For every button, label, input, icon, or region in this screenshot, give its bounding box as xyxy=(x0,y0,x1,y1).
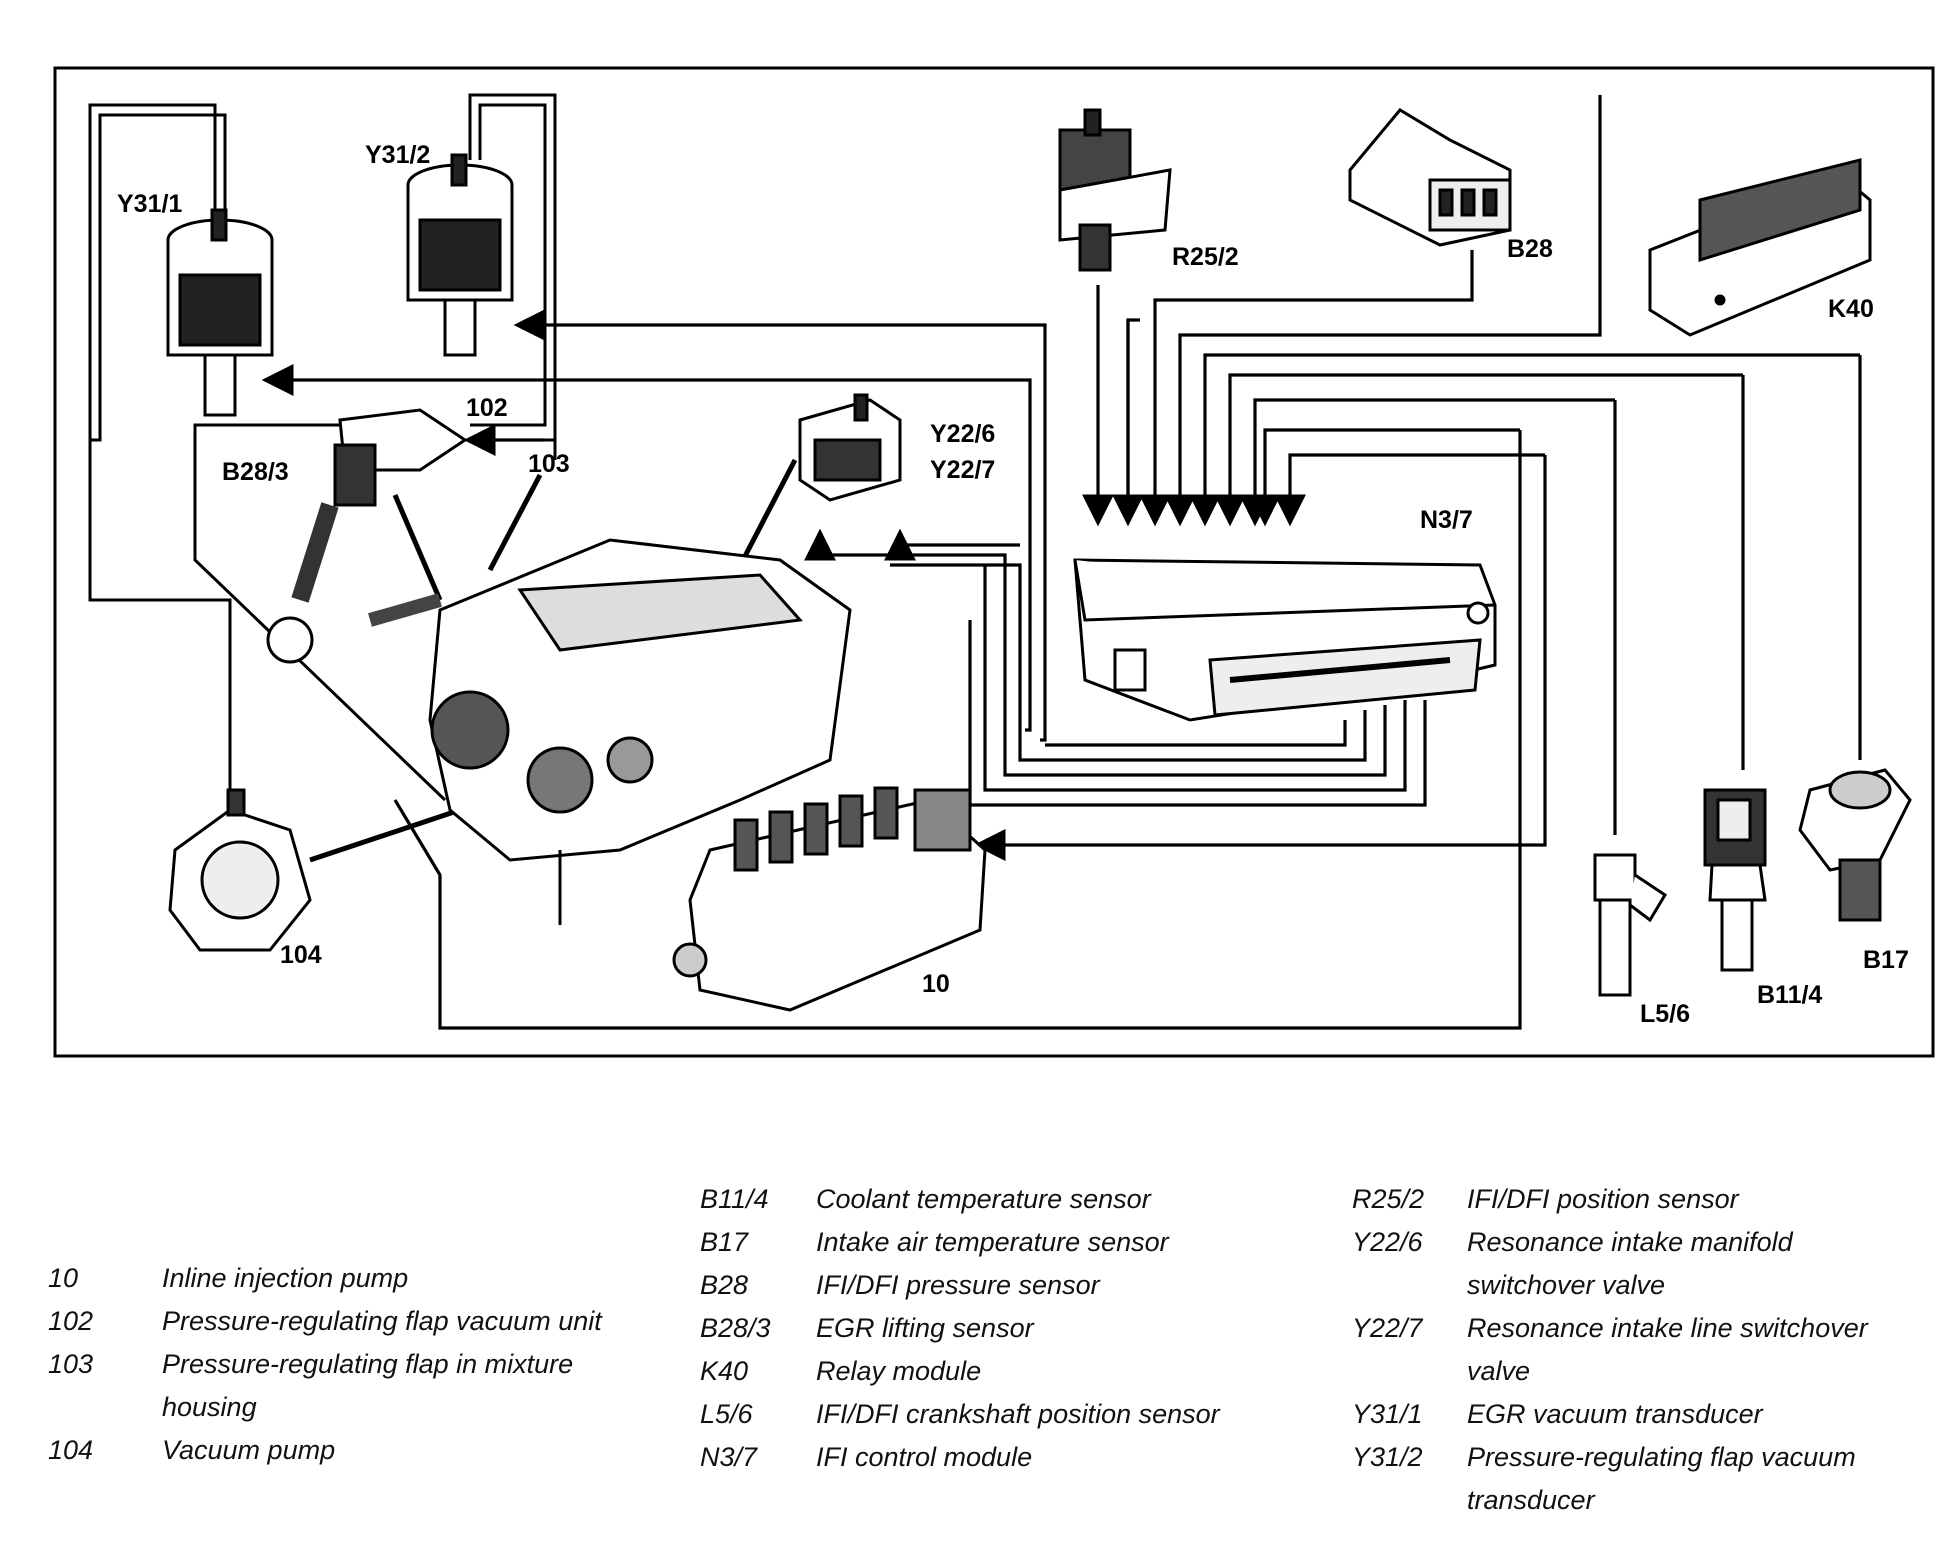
legend-column-1: 10 Inline injection pump 102 Pressure-re… xyxy=(48,1257,608,1472)
legend-description: IFI/DFI pressure sensor xyxy=(816,1270,1100,1300)
legend-code: B17 xyxy=(700,1227,749,1257)
callout-b17: B17 xyxy=(1863,946,1909,974)
legend-column-3: R25/2 IFI/DFI position sensor Y22/6 Reso… xyxy=(1352,1178,1912,1522)
callout-b28: B28 xyxy=(1507,235,1553,263)
legend-description: IFI/DFI position sensor xyxy=(1467,1184,1739,1214)
legend-code: 10 xyxy=(48,1263,79,1293)
engine-drawing xyxy=(368,538,852,925)
legend-code: B28 xyxy=(700,1270,749,1300)
legend-item: B11/4 Coolant temperature sensor xyxy=(700,1178,1300,1221)
legend-description: IFI control module xyxy=(816,1442,1033,1472)
legend-code: B11/4 xyxy=(700,1184,769,1214)
legend-description: Inline injection pump xyxy=(162,1263,409,1293)
legend-description: Resonance intake line switchover valve xyxy=(1467,1313,1868,1386)
legend-item: B28/3 EGR lifting sensor xyxy=(700,1307,1300,1350)
callout-n3-7: N3/7 xyxy=(1420,506,1473,534)
callout-10: 10 xyxy=(922,970,950,998)
legend-code: Y22/6 xyxy=(1352,1227,1423,1257)
legend-description: Resonance intake manifold switchover val… xyxy=(1467,1227,1793,1300)
legend-code: 102 xyxy=(48,1306,94,1336)
legend-item: L5/6 IFI/DFI crankshaft position sensor xyxy=(700,1393,1300,1436)
legend-code: Y31/2 xyxy=(1352,1442,1423,1472)
legend-item: 10 Inline injection pump xyxy=(48,1257,608,1300)
callout-103: 103 xyxy=(528,450,570,478)
diagram-border xyxy=(53,66,1935,1058)
callout-y22-7: Y22/7 xyxy=(930,456,995,484)
legend-item: 103 Pressure-regulating flap in mixture … xyxy=(48,1343,608,1429)
legend-code: N3/7 xyxy=(700,1442,758,1472)
legend-code: 103 xyxy=(48,1349,94,1379)
legend-code: Y22/7 xyxy=(1352,1313,1423,1343)
control-module-drawing xyxy=(1073,558,1497,722)
callout-y22-6: Y22/6 xyxy=(930,420,995,448)
switchover-valve-drawing xyxy=(798,393,902,502)
legend-description: EGR vacuum transducer xyxy=(1467,1399,1763,1429)
wiring-diagram: Y31/1 Y31/2 R25/2 B28 K40 B28/3 102 103 … xyxy=(53,66,1935,1058)
legend-description: Pressure-regulating flap vacuum transduc… xyxy=(1467,1442,1856,1515)
legend-item: Y22/6 Resonance intake manifold switchov… xyxy=(1352,1221,1912,1307)
legend-code: L5/6 xyxy=(700,1399,753,1429)
legend-item: 104 Vacuum pump xyxy=(48,1429,608,1472)
legend-code: B28/3 xyxy=(700,1313,771,1343)
legend-item: Y31/1 EGR vacuum transducer xyxy=(1352,1393,1912,1436)
legend-description: Pressure-regulating flap in mixture hous… xyxy=(162,1349,574,1422)
legend-item: N3/7 IFI control module xyxy=(700,1436,1300,1479)
legend-description: Relay module xyxy=(816,1356,982,1386)
injection-pump-drawing xyxy=(672,786,987,1012)
legend-item: R25/2 IFI/DFI position sensor xyxy=(1352,1178,1912,1221)
pressure-flap-transducer-drawing xyxy=(406,153,514,357)
callout-k40: K40 xyxy=(1828,295,1874,323)
callout-104: 104 xyxy=(280,941,322,969)
coolant-sensor-drawing xyxy=(1703,788,1767,972)
legend-column-2: B11/4 Coolant temperature sensor B17 Int… xyxy=(700,1178,1300,1479)
vacuum-unit-102-drawing xyxy=(266,408,468,664)
legend-item: 102 Pressure-regulating flap vacuum unit xyxy=(48,1300,608,1343)
callout-l5-6: L5/6 xyxy=(1640,1000,1690,1028)
legend-description: Vacuum pump xyxy=(162,1435,336,1465)
legend-description: IFI/DFI crankshaft position sensor xyxy=(816,1399,1220,1429)
callout-y31-1: Y31/1 xyxy=(117,190,182,218)
legend-item: Y31/2 Pressure-regulating flap vacuum tr… xyxy=(1352,1436,1912,1522)
legend-description: Coolant temperature sensor xyxy=(816,1184,1151,1214)
legend-description: EGR lifting sensor xyxy=(816,1313,1034,1343)
position-sensor-drawing xyxy=(1058,108,1172,272)
callout-r25-2: R25/2 xyxy=(1172,243,1239,271)
legend-item: K40 Relay module xyxy=(700,1350,1300,1393)
callout-102: 102 xyxy=(466,394,508,422)
pressure-sensor-drawing xyxy=(1348,108,1512,247)
wiring-harness xyxy=(261,95,1862,1030)
legend-item: Y22/7 Resonance intake line switchover v… xyxy=(1352,1307,1912,1393)
callout-b11-4: B11/4 xyxy=(1757,981,1822,1009)
legend-item: B17 Intake air temperature sensor xyxy=(700,1221,1300,1264)
intake-air-sensor-drawing xyxy=(1798,768,1912,922)
legend-code: R25/2 xyxy=(1352,1184,1425,1214)
legend-code: K40 xyxy=(700,1356,749,1386)
legend-code: 104 xyxy=(48,1435,94,1465)
legend-description: Intake air temperature sensor xyxy=(816,1227,1169,1257)
legend-description: Pressure-regulating flap vacuum unit xyxy=(162,1306,602,1336)
vacuum-pump-drawing xyxy=(168,788,312,952)
egr-vacuum-transducer-drawing xyxy=(166,208,274,417)
legend-code: Y31/1 xyxy=(1352,1399,1423,1429)
relay-module-drawing xyxy=(1648,158,1872,337)
crankshaft-sensor-drawing xyxy=(1593,853,1668,997)
callout-b28-3: B28/3 xyxy=(222,458,289,486)
legend-item: B28 IFI/DFI pressure sensor xyxy=(700,1264,1300,1307)
callout-y31-2: Y31/2 xyxy=(365,141,430,169)
